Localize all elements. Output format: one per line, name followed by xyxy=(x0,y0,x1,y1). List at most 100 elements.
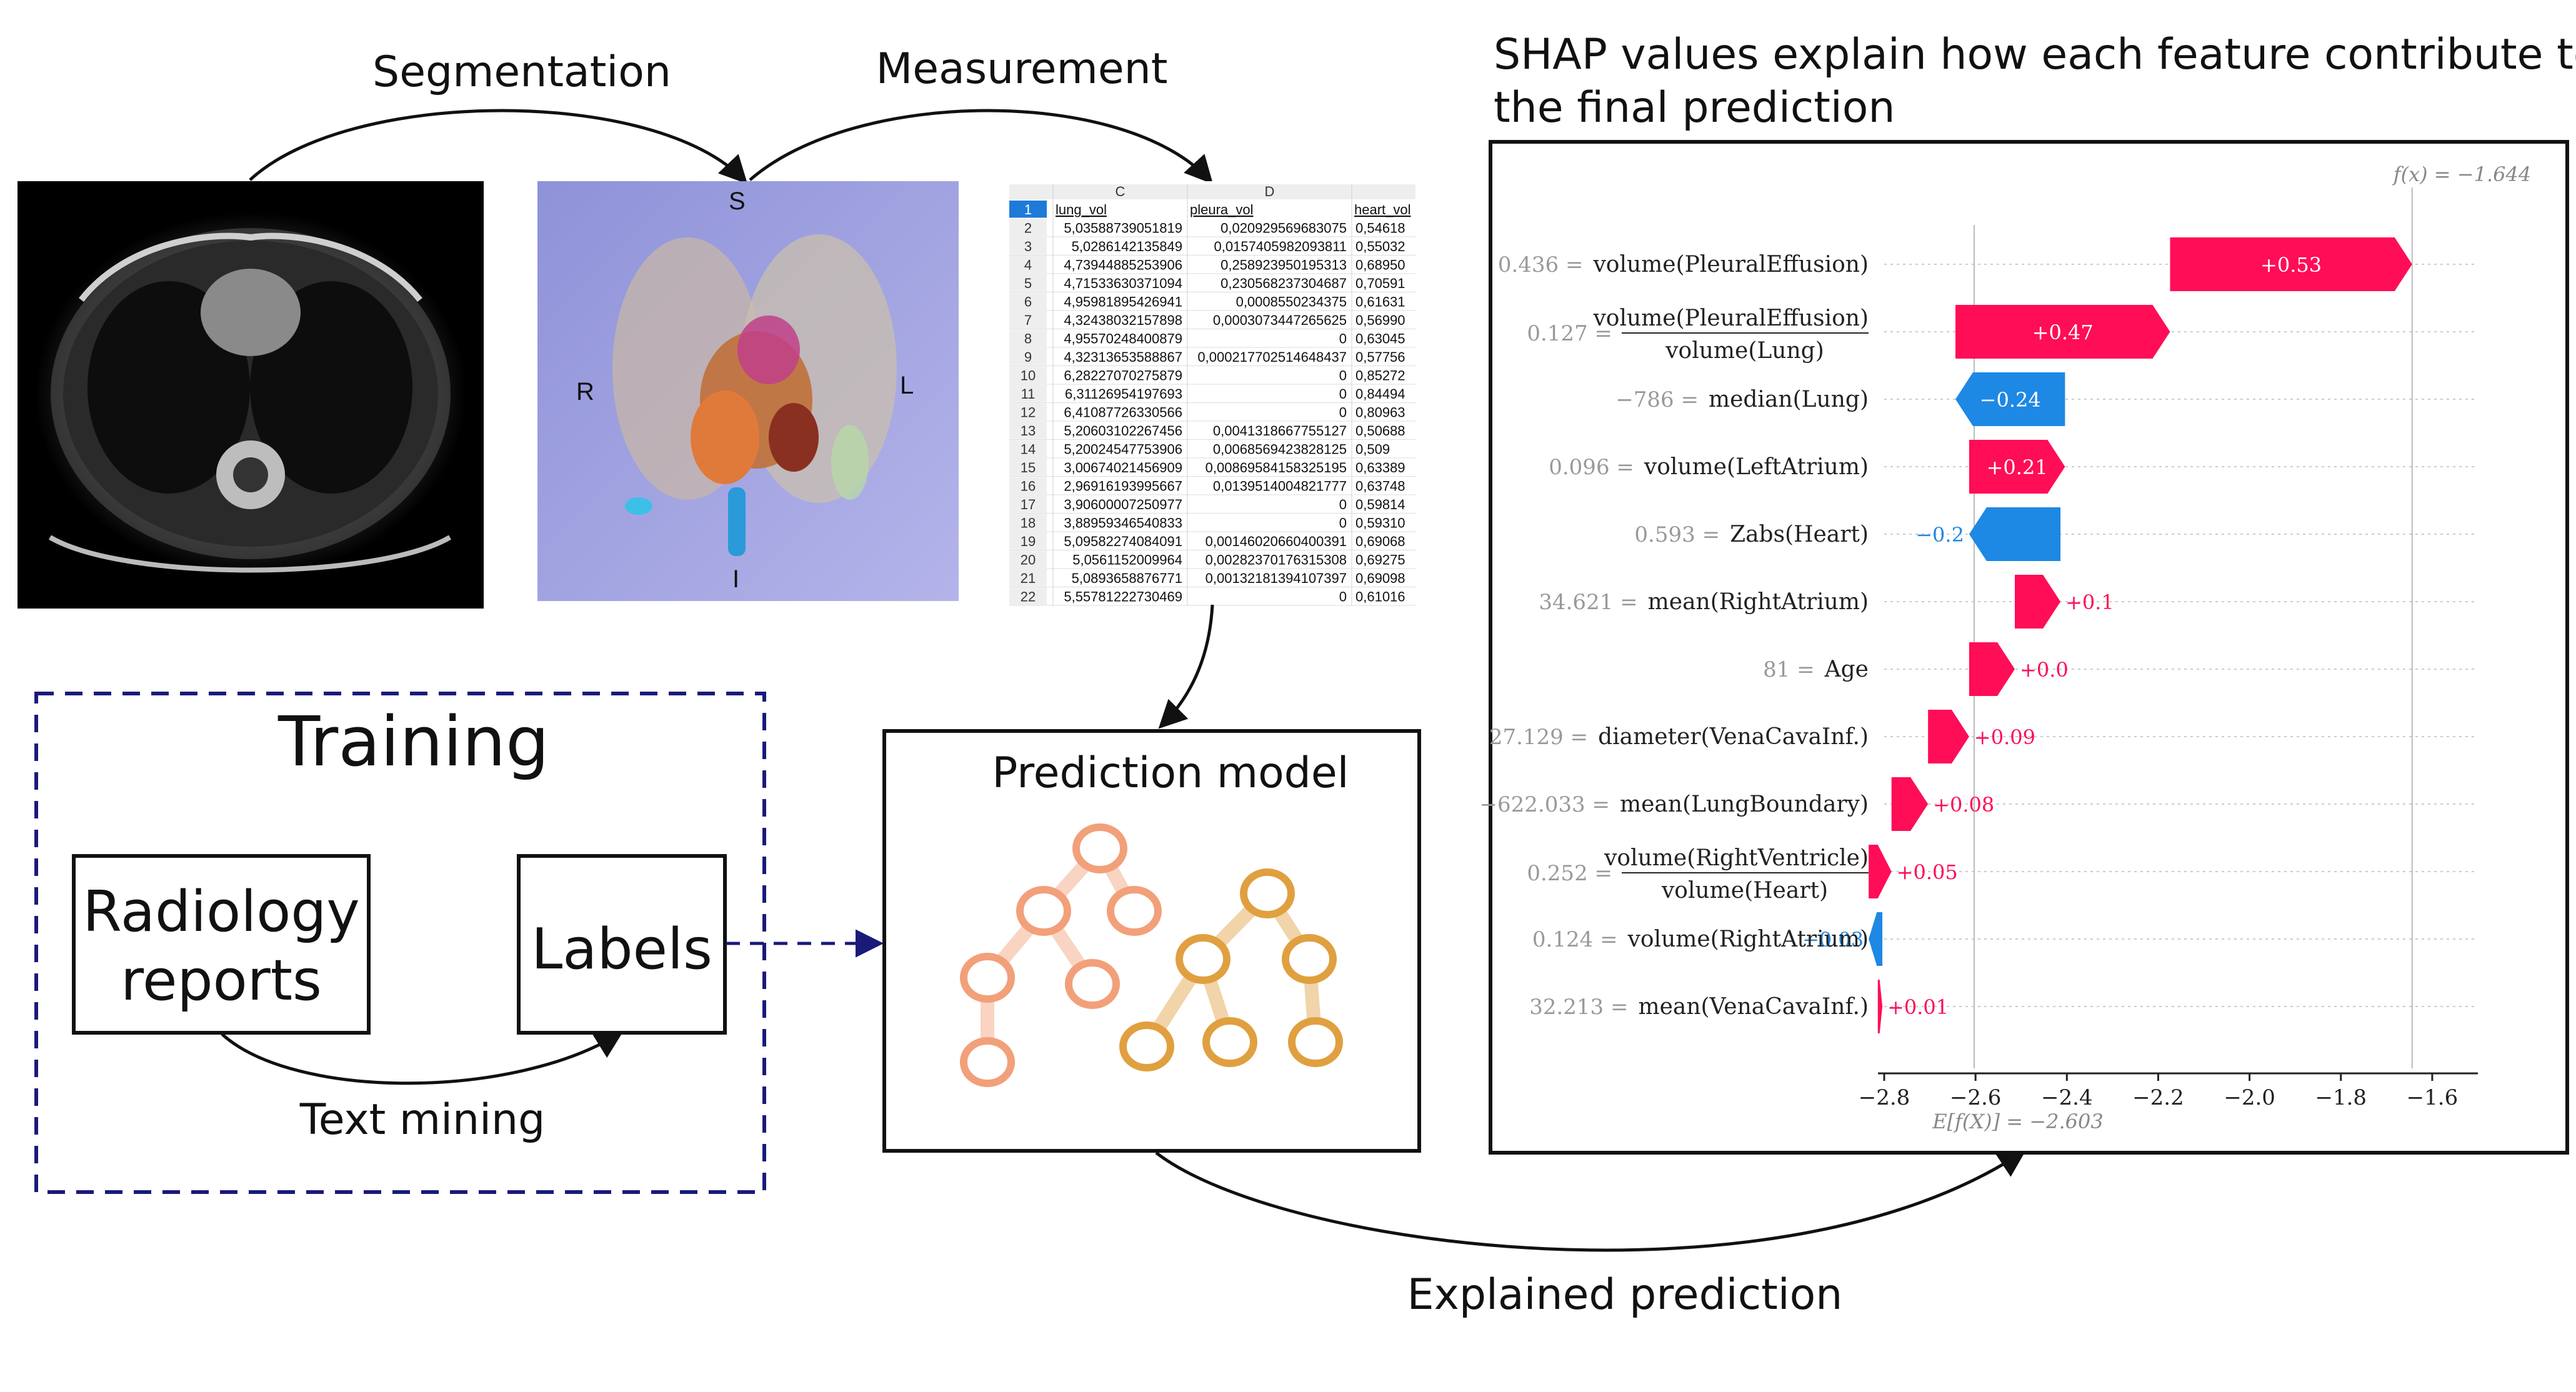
sheet-cell: 0,000855023437​5 xyxy=(1236,294,1347,310)
sheet-cell: 0,55032 xyxy=(1355,239,1405,254)
segmentation-label: Segmentation xyxy=(372,47,671,97)
shap-bar xyxy=(1928,710,1969,763)
sheet-cell: 0 xyxy=(1339,515,1347,531)
sheet-cell: 0,000217702514648437 xyxy=(1197,349,1347,365)
sheet-cell: 5,0286142135849 xyxy=(1072,239,1182,254)
shap-x-tick-label: −2.2 xyxy=(2132,1085,2184,1110)
sheet-row-number-bg xyxy=(1009,550,1047,568)
shap-bar xyxy=(1969,440,2065,494)
sheet-cell: 2,96916193995667 xyxy=(1064,479,1182,494)
shap-feature-denominator: volume(Lung) xyxy=(1665,338,1824,364)
shap-feature-value: −786 = xyxy=(1615,387,1699,412)
sheet-header-cell: heart_vol xyxy=(1354,202,1411,217)
sheet-header-cell: lung_vol xyxy=(1056,202,1107,217)
sheet-row-number: 20 xyxy=(1021,552,1036,568)
left-tree-node xyxy=(960,1037,1015,1087)
sheet-cell: 0,0068569423828125 xyxy=(1213,442,1347,457)
shap-x-tick-label: −2.0 xyxy=(2224,1085,2275,1110)
shap-x-tick-label: −1.8 xyxy=(2315,1085,2367,1110)
shap-feature-value: 81 = xyxy=(1763,657,1815,682)
sheet-cell: 0,00413186677551​27 xyxy=(1213,423,1347,439)
sheet-row-number-bg xyxy=(1009,587,1047,605)
sheet-row-number-bg xyxy=(1009,237,1047,255)
sheet-cell: 0 xyxy=(1339,589,1347,605)
sheet-cell: 0,63045 xyxy=(1355,331,1405,347)
sheet-cell: 3,90600007250977 xyxy=(1064,497,1182,512)
shap-waterfall-chart: f(x) = −1.644+0.53volume(PleuralEffusion… xyxy=(1480,162,2532,1133)
sheet-row-number-bg xyxy=(1009,532,1047,550)
shap-feature-numerator: volume(RightVentricle) xyxy=(1604,845,1869,871)
shap-bar xyxy=(1891,777,1929,831)
sheet-cell: 0,63389 xyxy=(1355,460,1405,475)
sheet-cell: 0,69275 xyxy=(1355,552,1405,568)
ex-label: E[f(X)] = −2.603 xyxy=(1932,1110,2104,1133)
shap-bar-value-label: −0.03 xyxy=(1802,928,1864,952)
orientation-right: L xyxy=(900,372,914,399)
sheet-cell: 5,20603102267456 xyxy=(1064,423,1182,439)
shap-bar-value-label: +0.09 xyxy=(1974,725,2035,749)
sheet-row-number: 8 xyxy=(1024,331,1032,347)
shap-bar-value-label: −0.24 xyxy=(1980,388,2041,412)
training-title: Training xyxy=(277,702,549,782)
sheet-row-number-bg xyxy=(1009,403,1047,420)
shap-bar xyxy=(1869,845,1892,898)
sheet-row-number-bg xyxy=(1009,348,1047,365)
labels-box-text: Labels xyxy=(531,917,712,982)
sheet-cell: 0,69068 xyxy=(1355,534,1405,549)
sheet-cell: 0,258923950195313 xyxy=(1221,257,1347,273)
shap-bar-value-label: +0.05 xyxy=(1897,860,1958,884)
shap-x-tick-label: −2.4 xyxy=(2041,1085,2093,1110)
sheet-row-number: 3 xyxy=(1024,239,1032,254)
shap-feature-name: volume(PleuralEffusion) xyxy=(1592,252,1869,277)
shap-feature-name: median(Lung) xyxy=(1709,387,1869,412)
spreadsheet-to-model-arrow xyxy=(1158,604,1214,729)
shap-feature-value: 0.127 = xyxy=(1527,321,1612,346)
sheet-row-number-bg xyxy=(1009,459,1047,476)
sheet-cell: 0,00282370176315308 xyxy=(1206,552,1347,568)
sheet-cell: 4,32313653588867 xyxy=(1064,349,1182,365)
sheet-row-number: 19 xyxy=(1021,534,1036,549)
shap-bar xyxy=(1877,980,1883,1033)
sheet-row-number-bg xyxy=(1009,495,1047,513)
sheet-cell: 3,00674021456909 xyxy=(1064,460,1182,475)
sheet-row-number: 4 xyxy=(1024,257,1032,273)
sheet-cell: 5,0561152009964 xyxy=(1072,552,1182,568)
3d-render-image: S R L I xyxy=(537,181,959,601)
sheet-row-number: 13 xyxy=(1021,423,1036,439)
shap-feature-value: −622.033 = xyxy=(1480,792,1610,817)
sheet-row-number-bg xyxy=(1009,385,1047,402)
sheet-row-number: 6 xyxy=(1024,294,1032,310)
sheet-row-number-bg xyxy=(1009,219,1047,236)
shap-caption-line1: SHAP values explain how each feature con… xyxy=(1494,30,2576,79)
left-tree-node xyxy=(1016,886,1071,936)
sheet-cell: 4,95981895426941 xyxy=(1064,294,1182,310)
shap-feature-numerator: volume(PleuralEffusion) xyxy=(1592,306,1869,331)
sheet-cell: 5,09582274084091 xyxy=(1064,534,1182,549)
sheet-row-number: 18 xyxy=(1021,515,1036,531)
sheet-cell: 0,59310 xyxy=(1355,515,1405,531)
sheet-cell: 0,50688 xyxy=(1355,423,1405,439)
shap-bar-value-label: +0.21 xyxy=(1987,455,2048,479)
measurement-label: Measurement xyxy=(876,44,1168,94)
right-tree-node xyxy=(1176,934,1231,984)
orientation-bottom: I xyxy=(732,565,739,593)
sheet-row-number-bg xyxy=(1009,274,1047,292)
sheet-row-number: 7 xyxy=(1024,312,1032,328)
left-tree-node xyxy=(1107,886,1162,936)
sheet-cell: 0,00146020660400391 xyxy=(1206,534,1347,549)
shap-feature-value: 0.252 = xyxy=(1527,861,1612,886)
sheet-row-number: 9 xyxy=(1024,349,1032,365)
sheet-cell: 6,41087726330566 xyxy=(1064,405,1182,420)
sheet-cell: 0,61631 xyxy=(1355,294,1405,310)
sheet-row-number: 22 xyxy=(1021,589,1036,605)
shap-bar-value-label: +0.0 xyxy=(2020,658,2069,682)
sheet-cell: 0,70591 xyxy=(1355,276,1405,291)
ct-scan-image xyxy=(17,181,484,609)
left-tree-node xyxy=(960,953,1015,1003)
sheet-cell: 0,0139514004821777 xyxy=(1213,479,1347,494)
sheet-cell: 0,230568237304687 xyxy=(1221,276,1347,291)
sheet-row-number: 5 xyxy=(1024,276,1032,291)
sheet-cell: 0,69098 xyxy=(1355,570,1405,586)
sheet-row-number: 2 xyxy=(1024,221,1032,236)
